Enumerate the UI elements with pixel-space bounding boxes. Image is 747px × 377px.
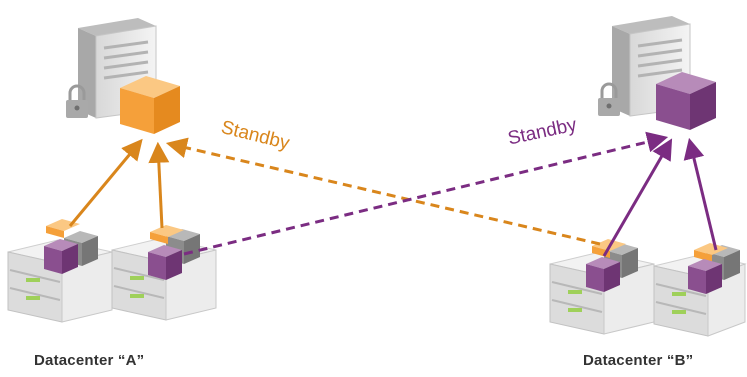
server-tower-a [66, 18, 180, 134]
datacenter-b-label: Datacenter “B” [583, 352, 694, 369]
lock-icon [598, 82, 620, 116]
purple-cube-icon [586, 257, 620, 292]
standby-arrow-purple [183, 131, 669, 256]
orange-cube-icon [120, 76, 180, 134]
rack-server-b1 [549, 239, 655, 335]
rack-server-a2 [111, 225, 217, 321]
arrow-a2-to-tower-a [148, 141, 170, 229]
arrow-b1-to-tower-b [602, 138, 673, 257]
standby-arrow-orange [165, 137, 601, 246]
arrow-a1-to-tower-a [68, 138, 143, 227]
orange-cube-icon [150, 225, 184, 244]
datacenter-a-label: Datacenter “A” [34, 352, 145, 369]
purple-cube-icon [688, 259, 722, 294]
rack-server-b2 [653, 243, 747, 337]
purple-cube-icon [44, 239, 78, 274]
rack-server-a1 [7, 219, 113, 323]
arrow-b2-to-tower-b [683, 137, 718, 251]
lock-icon [66, 84, 88, 118]
purple-cube-icon [656, 72, 716, 130]
purple-cube-icon [148, 245, 182, 280]
orange-cube-icon [694, 243, 728, 262]
server-tower-b [598, 16, 716, 130]
